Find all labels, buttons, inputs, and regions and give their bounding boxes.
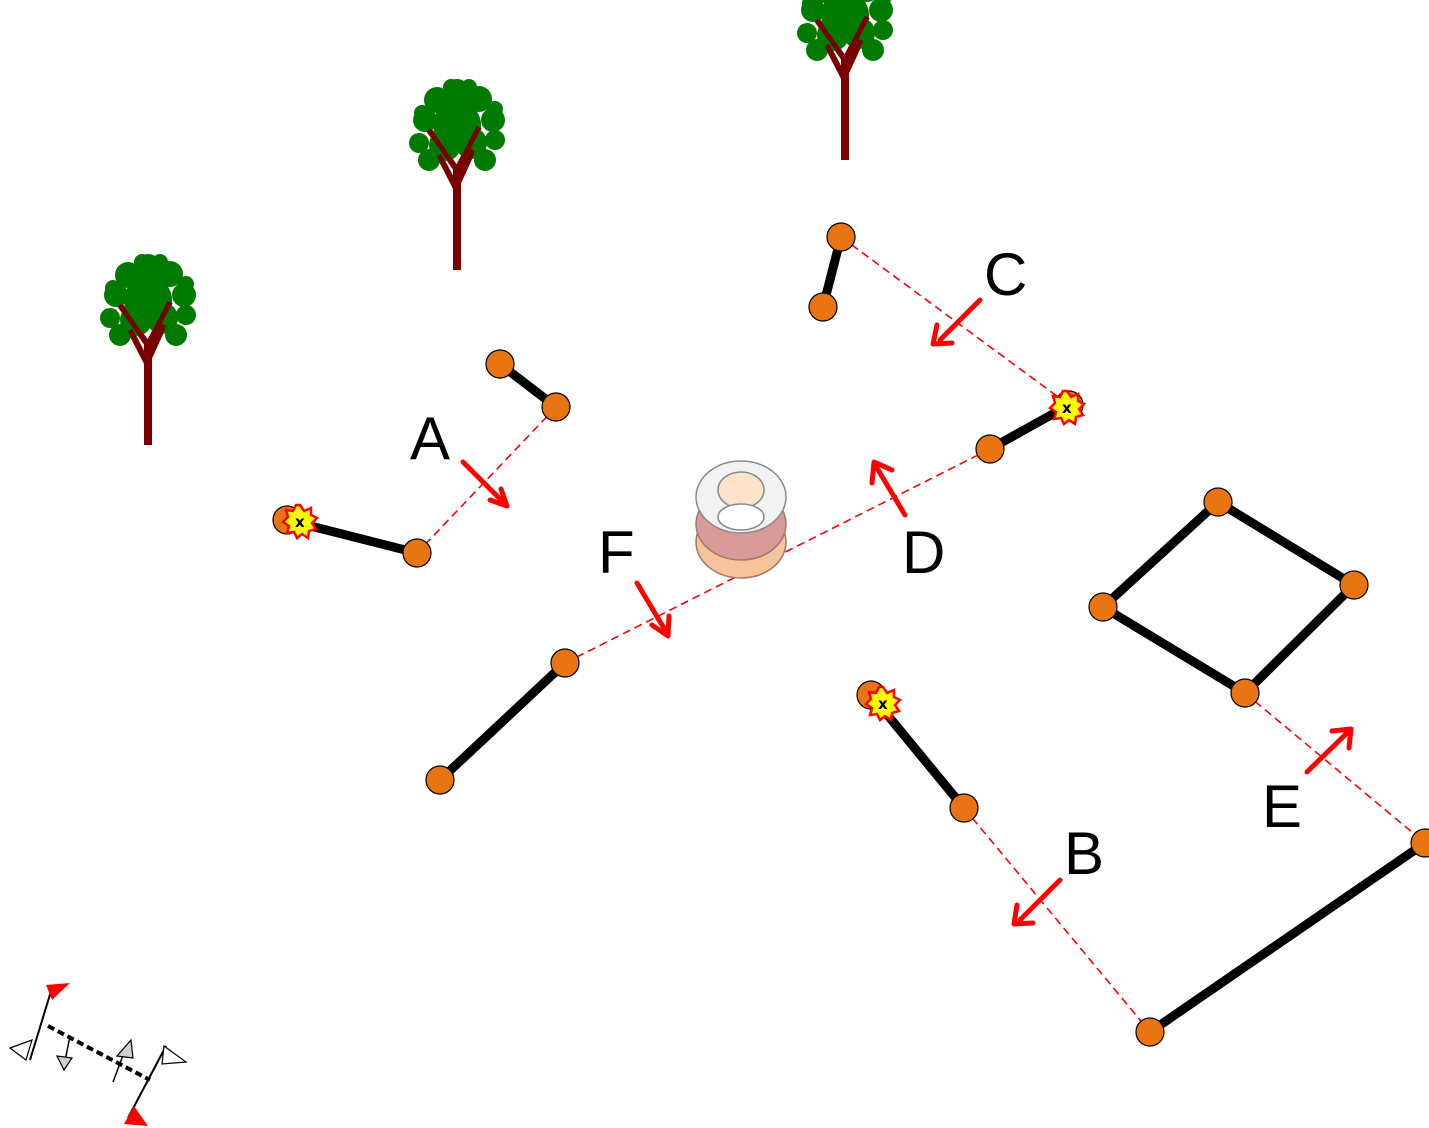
arrow-B — [1011, 877, 1063, 927]
player-node[interactable] — [550, 648, 580, 678]
label-F: F — [598, 519, 635, 586]
link-E — [1244, 692, 1426, 844]
player-node[interactable] — [1203, 487, 1233, 517]
link-C — [840, 236, 1070, 406]
player-node[interactable] — [402, 538, 432, 568]
link-A — [416, 406, 557, 554]
tree-icon — [100, 254, 196, 445]
player-node[interactable] — [485, 349, 515, 379]
player-node[interactable] — [1339, 570, 1369, 600]
player-node[interactable] — [1230, 678, 1260, 708]
ring-icon — [695, 460, 787, 579]
x-marker-icon: x — [281, 503, 319, 540]
arrow-A — [460, 459, 510, 509]
label-E: E — [1262, 773, 1302, 840]
x-marker-icon: x — [864, 685, 902, 722]
player-node[interactable] — [808, 292, 838, 322]
label-B: B — [1064, 820, 1104, 887]
player-node[interactable] — [541, 392, 571, 422]
x-marker-text: x — [1062, 399, 1072, 417]
player-node[interactable] — [1410, 828, 1429, 858]
player-node[interactable] — [826, 222, 856, 252]
arrow-F — [634, 580, 672, 639]
label-A: A — [410, 405, 450, 472]
label-D: D — [902, 519, 945, 586]
player-node[interactable] — [949, 793, 979, 823]
player-node[interactable] — [1088, 592, 1118, 622]
tree-icon — [409, 79, 505, 270]
tree-icon — [797, 0, 893, 160]
arrow-C — [930, 297, 983, 347]
square-formation — [1098, 496, 1362, 699]
segment — [1145, 838, 1429, 1037]
label-C: C — [984, 241, 1027, 308]
player-node[interactable] — [1135, 1017, 1165, 1047]
player-node[interactable] — [975, 434, 1005, 464]
segment — [435, 658, 570, 785]
x-marker-text: x — [878, 695, 888, 713]
arrow-D — [869, 459, 908, 518]
flag-icon — [8, 983, 188, 1126]
x-marker-icon: x — [1048, 389, 1086, 426]
link-B — [963, 807, 1151, 1033]
player-node[interactable] — [425, 765, 455, 795]
arrow-E — [1304, 726, 1354, 775]
x-marker-text: x — [295, 513, 305, 531]
